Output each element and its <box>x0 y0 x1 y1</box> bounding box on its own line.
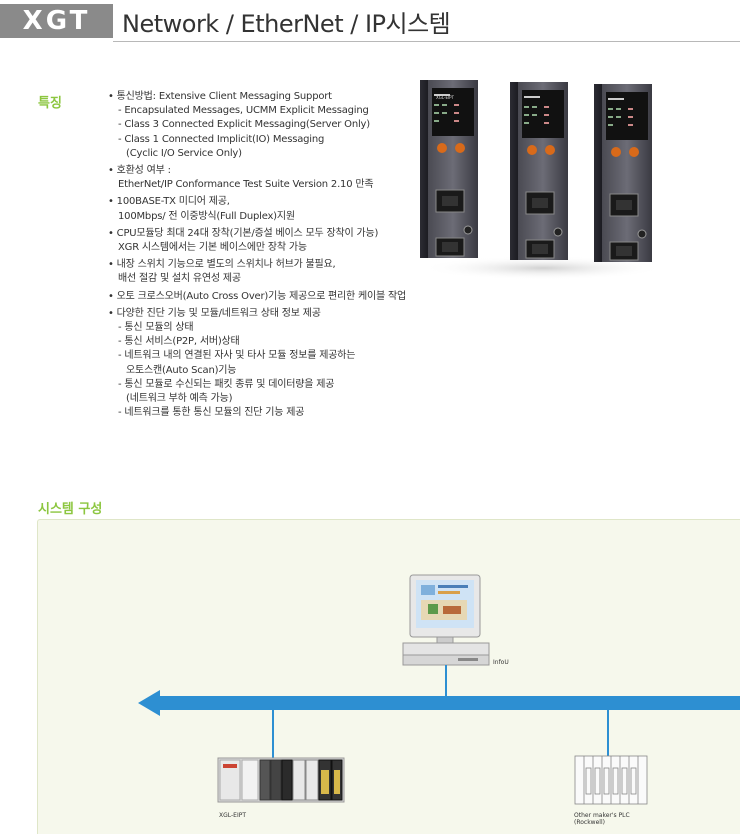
feature-line: • 통신방법: Extensive Client Messaging Suppo… <box>108 91 332 102</box>
feature-line: - 통신 모듈의 상태 <box>118 322 194 334</box>
pc-base-icon <box>402 642 490 666</box>
feature-line: - Class 1 Connected Implicit(IO) Messagi… <box>118 133 325 145</box>
feature-line: (네트워크 부하 예측 가능) <box>126 393 233 405</box>
features-list: • 통신방법: Extensive Client Messaging Suppo… <box>108 90 448 420</box>
features-heading: 특징 <box>38 96 62 111</box>
plc-label: XGL-EIPT <box>219 812 246 819</box>
infou-label: InfoU <box>493 659 509 666</box>
feature-line: • 다양한 진단 기능 및 모듈/네트워크 상태 정보 제공 <box>108 307 321 319</box>
page-title: Network / EtherNet / IP시스템 <box>122 10 451 38</box>
monitor-icon <box>409 574 481 644</box>
network-bus-arrow <box>138 690 740 716</box>
feature-line: • 내장 스위치 기능으로 별도의 스위치나 허브가 불필요, <box>108 259 336 271</box>
feature-line: - Class 3 Connected Explicit Messaging(S… <box>118 119 370 131</box>
feature-line: 오토스캔(Auto Scan)기능 <box>126 364 237 376</box>
feature-line: • CPU모듈당 최대 24대 장착(기본/증설 베이스 모두 장착이 가능) <box>108 227 379 239</box>
feature-line: • 100BASE-TX 미디어 제공, <box>108 196 230 208</box>
feature-line: (Cyclic I/O Service Only) <box>126 147 242 159</box>
plc-rack-icon <box>217 757 345 803</box>
brand-logo: XGT <box>0 4 113 38</box>
feature-line: - 네트워크 내의 연결된 자사 및 타사 모듈 정보를 제공하는 <box>118 350 356 362</box>
other-plc-sublabel: (Rockwell) <box>574 819 605 826</box>
system-heading: 시스템 구성 <box>38 502 103 517</box>
feature-line: - 통신 서비스(P2P, 서버)상태 <box>118 336 240 348</box>
feature-line: 100Mbps/ 전 이중방식(Full Duplex)지원 <box>118 210 295 222</box>
product-photo: XGL-EIPT <box>420 80 665 280</box>
feature-line: EtherNet/IP Conformance Test Suite Versi… <box>118 179 374 191</box>
other-plc-icon <box>574 755 648 805</box>
header-divider <box>113 41 740 42</box>
feature-line: • 오토 크로스오버(Auto Cross Over)기능 제공으로 편리한 케… <box>108 290 407 302</box>
feature-line: - 통신 모듈로 수신되는 패킷 종류 및 데이터량을 제공 <box>118 378 335 390</box>
feature-line: - Encapsulated Messages, UCMM Explicit M… <box>118 105 369 117</box>
feature-line: 배선 절감 및 설치 유연성 제공 <box>118 273 241 285</box>
other-plc-label: Other maker's PLC <box>574 812 630 819</box>
feature-line: XGR 시스템에서는 기본 베이스에만 장착 가능 <box>118 242 307 254</box>
feature-line: - 네트워크를 통한 통신 모듈의 진단 기능 제공 <box>118 407 305 419</box>
module-label: XGL-EIPT <box>436 95 455 100</box>
feature-line: • 호환성 여부 : <box>108 165 171 177</box>
system-diagram: InfoU XGL-EIPT <box>37 519 740 834</box>
